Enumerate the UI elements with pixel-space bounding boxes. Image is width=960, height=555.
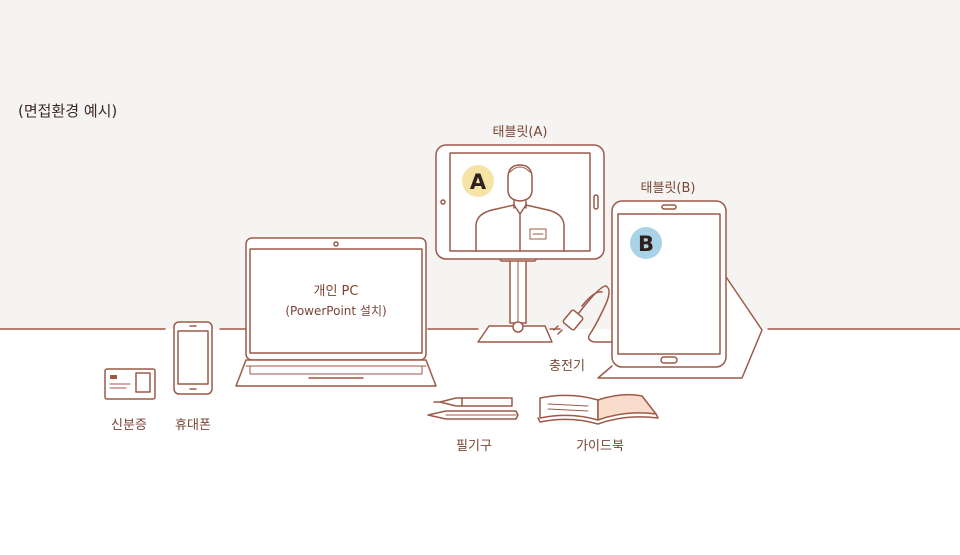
tablet-a-label: 태블릿(A) xyxy=(492,125,548,140)
badge-b-letter: B xyxy=(638,232,654,256)
tablet-b-label: 태블릿(B) xyxy=(640,181,696,196)
laptop-icon xyxy=(235,237,437,387)
badge-b: B xyxy=(630,227,662,259)
pen-icon xyxy=(427,397,519,420)
tablet-stand-icon xyxy=(477,250,553,343)
id-card-icon xyxy=(104,368,156,400)
badge-a-letter: A xyxy=(470,170,487,194)
phone-icon xyxy=(173,321,213,395)
tablet-b-icon xyxy=(597,200,763,379)
guidebook-icon xyxy=(537,393,659,425)
writing-tool-label: 필기구 xyxy=(456,439,492,454)
laptop-label-line2: (PowerPoint 설치) xyxy=(285,304,387,318)
laptop-label-line1: 개인 PC xyxy=(313,284,359,299)
tablet-a-icon xyxy=(435,144,605,260)
phone-label: 휴대폰 xyxy=(175,418,211,433)
charger-label: 충전기 xyxy=(549,359,585,374)
charger-icon xyxy=(553,285,613,343)
interviewer-figure xyxy=(475,164,565,252)
diagram-heading: (면접환경 예시) xyxy=(18,102,118,120)
guidebook-label: 가이드북 xyxy=(576,439,624,454)
badge-a: A xyxy=(462,165,494,197)
id-card-label: 신분증 xyxy=(111,418,147,433)
